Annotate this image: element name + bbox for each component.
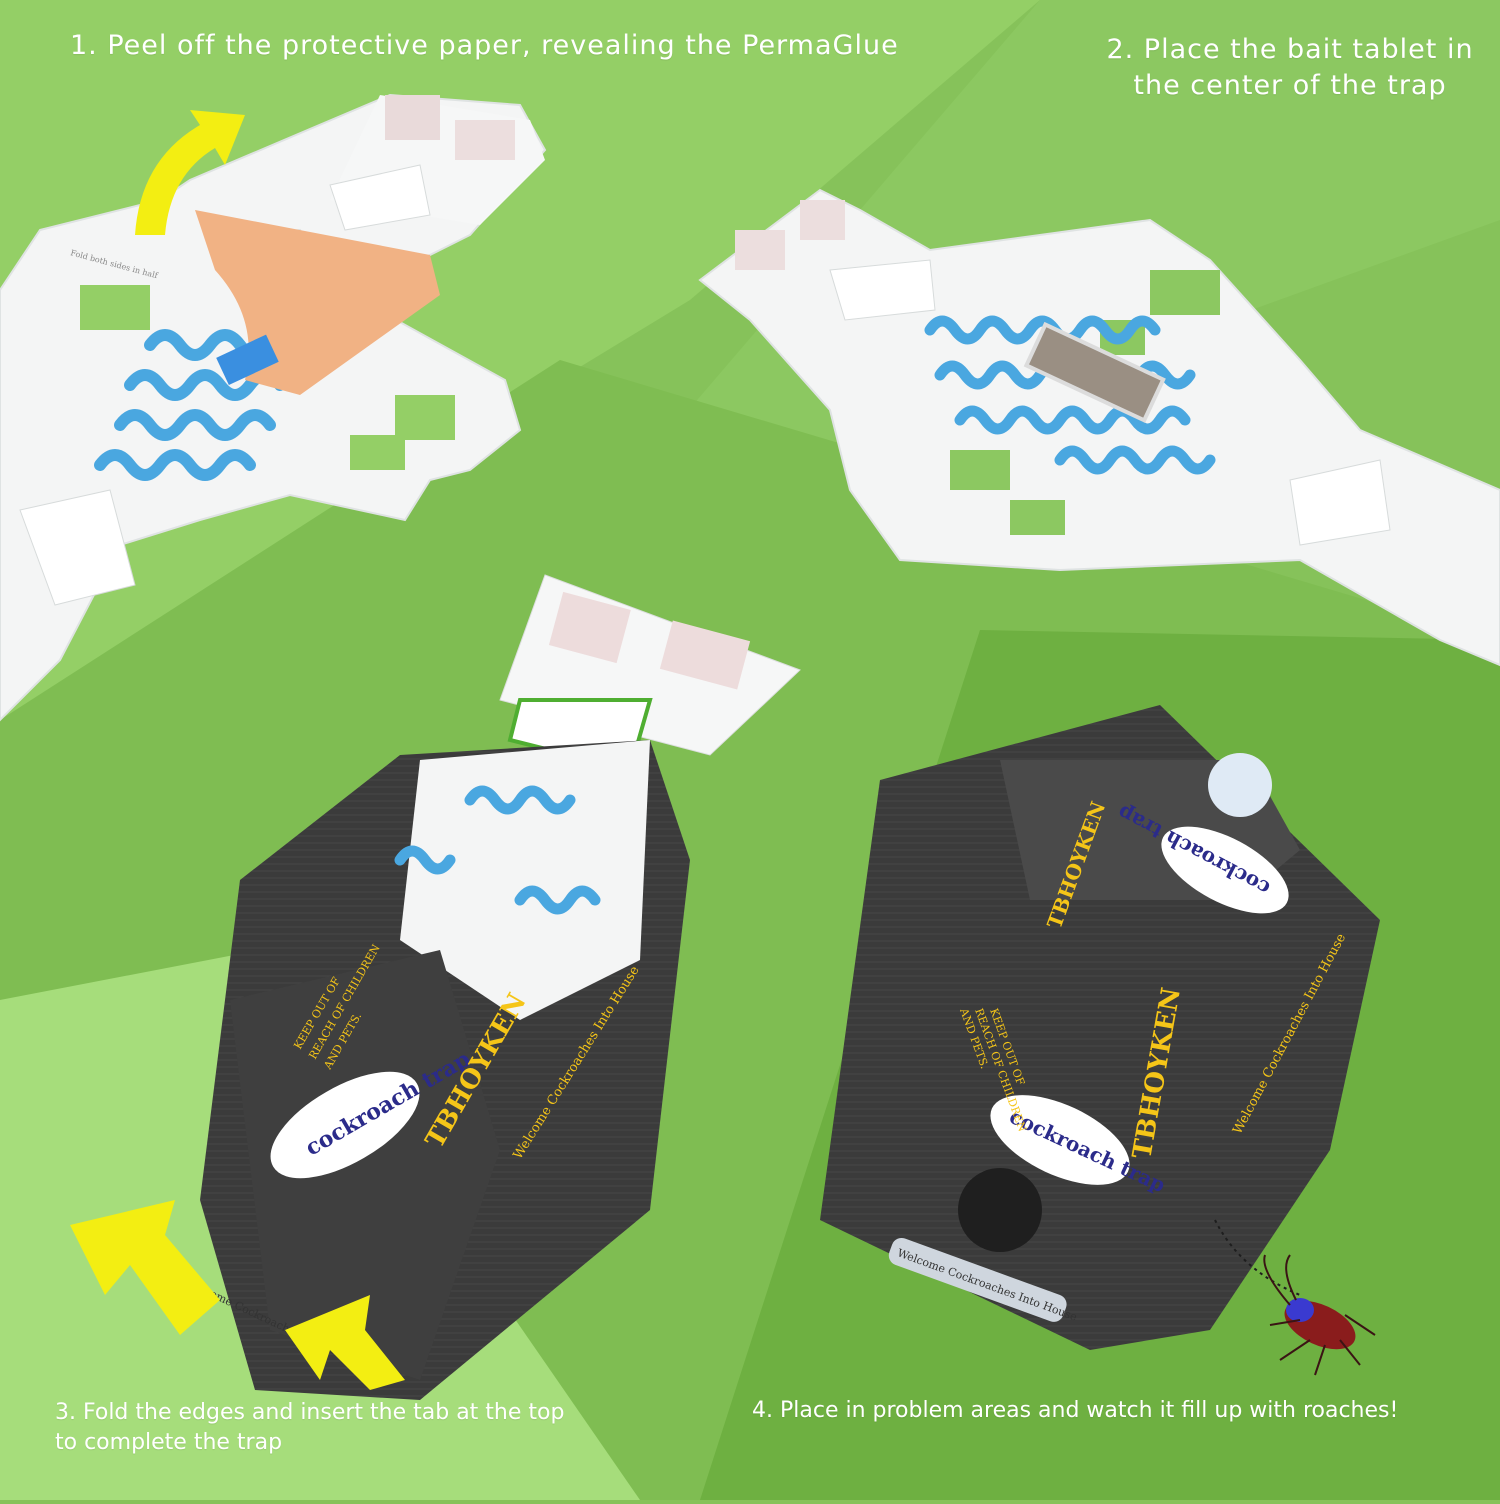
step-3-caption-line2: to complete the trap xyxy=(55,1430,283,1455)
step4-illustration: cockroach trap cockroach trap TBHOYKEN T… xyxy=(820,705,1380,1376)
step1-window-3 xyxy=(395,395,455,440)
step2-tab xyxy=(829,259,936,321)
step3-front-flap xyxy=(230,950,500,1380)
step-2-caption-line1: 2. Place the bait tablet in xyxy=(1106,34,1474,65)
step2-window-1 xyxy=(1150,270,1220,315)
step3-push-arrow-right xyxy=(285,1295,405,1390)
step3-illustration-panel-a xyxy=(548,591,631,664)
step2-illustration xyxy=(698,188,1500,667)
step4-entry-hole xyxy=(958,1168,1042,1252)
step2-bait-tablet xyxy=(1023,321,1166,423)
step-2-caption: 2. Place the bait tablet in the center o… xyxy=(1100,32,1480,104)
step-4-caption: 4. Place in problem areas and watch it f… xyxy=(752,1398,1399,1423)
step3-inner-white xyxy=(400,740,650,1020)
step4-window-top xyxy=(1208,753,1272,817)
step-1-caption: 1. Peel off the protective paper, reveal… xyxy=(70,30,899,61)
step3-illustration-panel-b xyxy=(659,620,751,690)
step4-cockroach-label-bubble xyxy=(990,1095,1130,1185)
step3-glue-waves xyxy=(394,785,601,915)
step1-window-4 xyxy=(350,435,405,470)
step1-window-1 xyxy=(80,285,150,330)
step1-illustration: Fold both sides in half xyxy=(0,93,547,722)
step2-window-4 xyxy=(1010,500,1065,535)
step-2-caption-line2: the center of the trap xyxy=(1133,70,1447,101)
step4-slogan-plate xyxy=(888,1237,1067,1322)
step2-right-tab xyxy=(1289,459,1391,546)
step3-cockroach-label-bubble xyxy=(270,1071,420,1179)
step1-bottom-tab xyxy=(19,489,136,606)
step2-window-3 xyxy=(950,450,1010,490)
step-3-caption: 3. Fold the edges and insert the tab at … xyxy=(55,1398,675,1458)
step3-push-arrow-left xyxy=(70,1200,220,1335)
step4-cockroach-label-bubble-top xyxy=(1161,826,1289,914)
step1-glue-waves xyxy=(94,329,286,481)
step1-illustration-panel-b xyxy=(455,120,515,160)
step-3-caption-line1: 3. Fold the edges and insert the tab at … xyxy=(55,1400,565,1425)
step1-illustration-panel-a xyxy=(385,95,440,140)
step1-bait-tab xyxy=(216,334,279,386)
step4-cockroach xyxy=(1263,1254,1376,1376)
step2-illustration-panel-a xyxy=(735,230,785,270)
step1-tab xyxy=(329,164,431,231)
step1-lift-arrow xyxy=(135,110,245,235)
step2-illustration-panel-b xyxy=(800,200,845,240)
step3-illustration: cockroach trap TBHOYKEN KEEP OUT OF REAC… xyxy=(70,574,801,1400)
